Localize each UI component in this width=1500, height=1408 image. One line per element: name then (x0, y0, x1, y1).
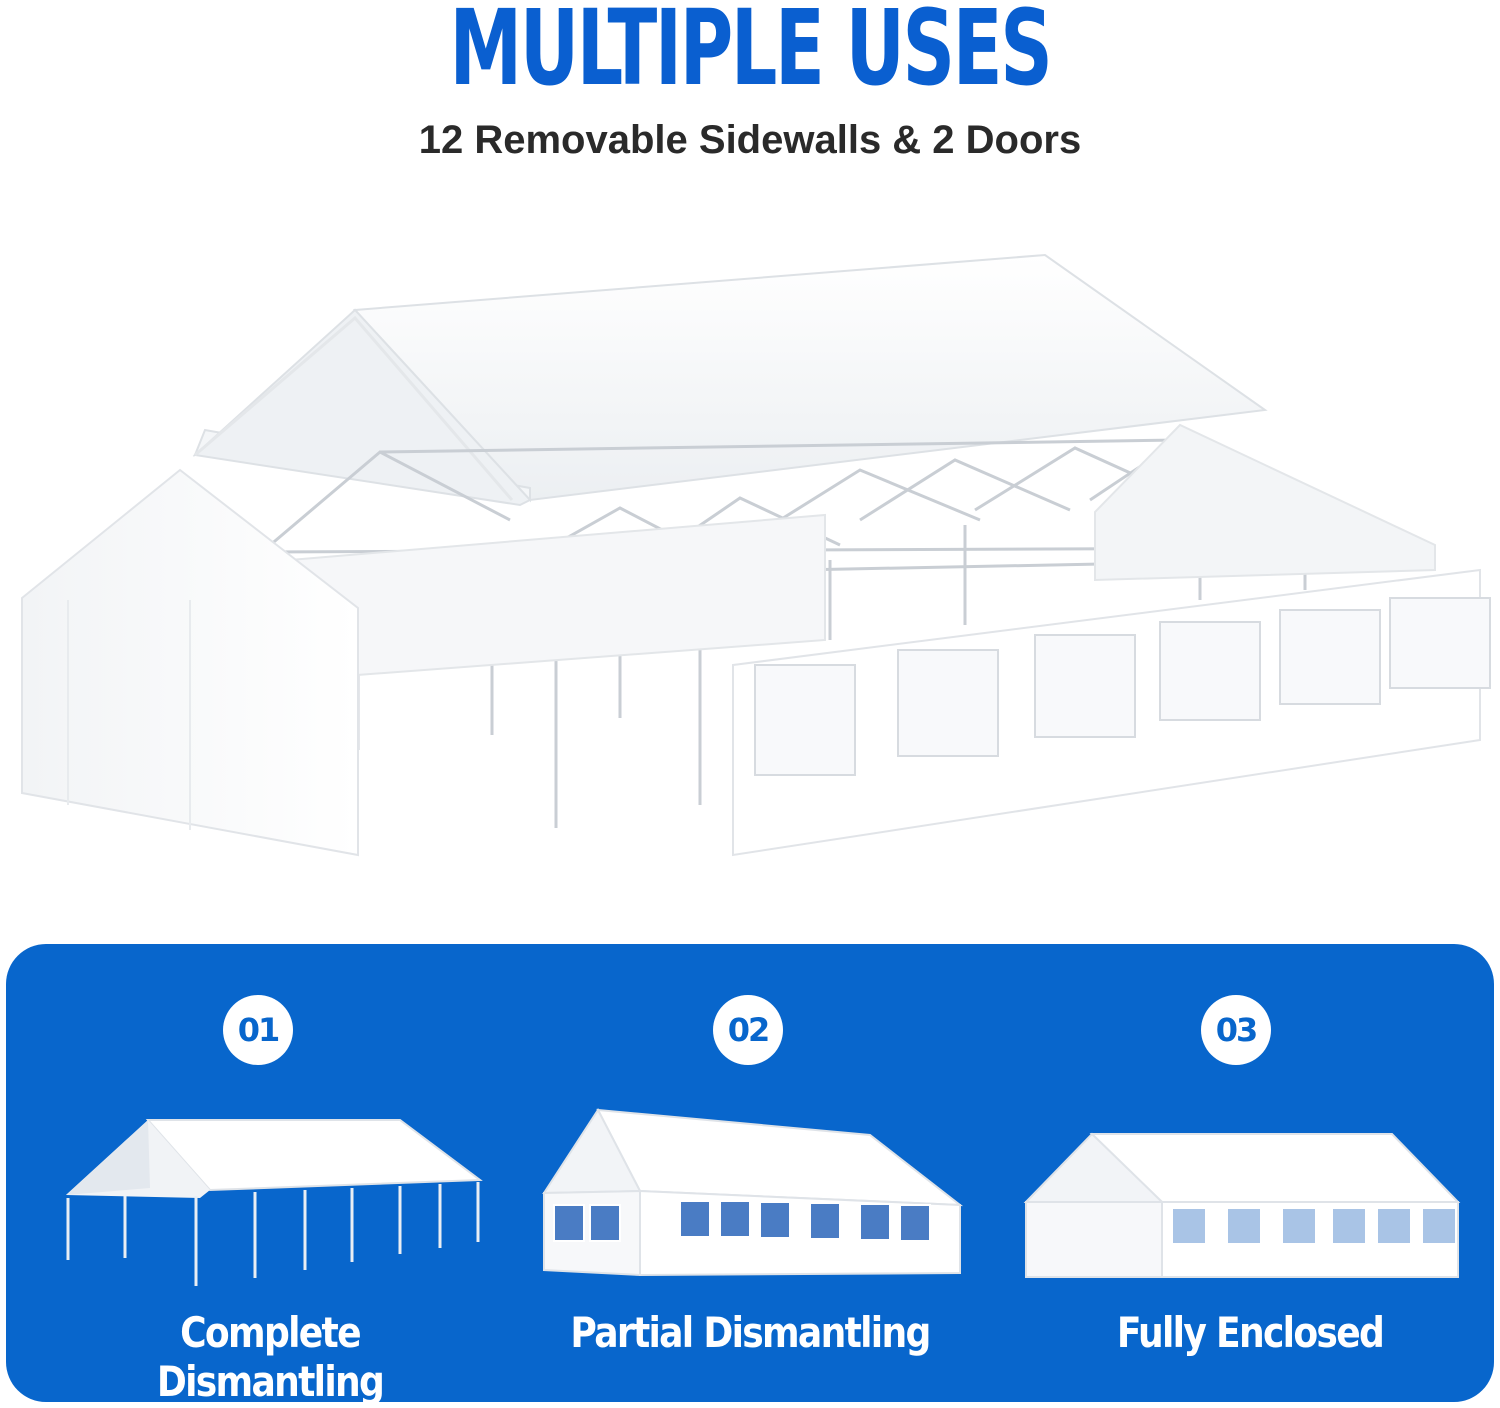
sidewall-window (1034, 634, 1136, 738)
option-label: Partial Dismantling (570, 1308, 931, 1357)
sidewall-window (1279, 609, 1381, 705)
sidewall-window (679, 1200, 711, 1238)
sidewall-window (759, 1201, 791, 1239)
option-number-badge: 01 (223, 995, 293, 1065)
sidewall-window (1281, 1207, 1317, 1245)
sidewall-window (553, 1204, 585, 1242)
tent-partial-dismantling-image (542, 1108, 964, 1277)
sidewall-window (859, 1203, 891, 1241)
roof-canopy (192, 253, 1268, 507)
front-sidewall (732, 568, 1491, 857)
exploded-tent-illustration (21, 253, 1491, 857)
page-title: MULTIPLE USES (449, 0, 1053, 109)
sidewall-window (1421, 1207, 1457, 1245)
sidewall-window (1226, 1207, 1262, 1245)
sidewall-window (897, 649, 999, 757)
sidewall-window (589, 1204, 621, 1242)
page-subtitle: 12 Removable Sidewalls & 2 Doors (418, 118, 1082, 162)
sidewall-window (809, 1202, 841, 1240)
sidewall-window (899, 1204, 931, 1242)
tent-complete-dismantling-image (66, 1119, 483, 1286)
sidewall-window (1389, 597, 1491, 689)
back-sidewall (289, 423, 1436, 682)
sidewall-window (1171, 1207, 1207, 1245)
end-gable-wall (21, 468, 359, 857)
option-label: Fully Enclosed (1116, 1308, 1385, 1357)
tent-fully-enclosed-image (1023, 1132, 1461, 1278)
option-label: Complete Dismantling (156, 1308, 385, 1406)
option-number-badge: 02 (713, 995, 783, 1065)
option-number-badge: 03 (1201, 995, 1271, 1065)
sidewall-window (754, 664, 856, 776)
sidewall-window (719, 1200, 751, 1238)
sidewall-window (1159, 621, 1261, 721)
sidewall-window (1376, 1207, 1412, 1245)
sidewall-window (1331, 1207, 1367, 1245)
